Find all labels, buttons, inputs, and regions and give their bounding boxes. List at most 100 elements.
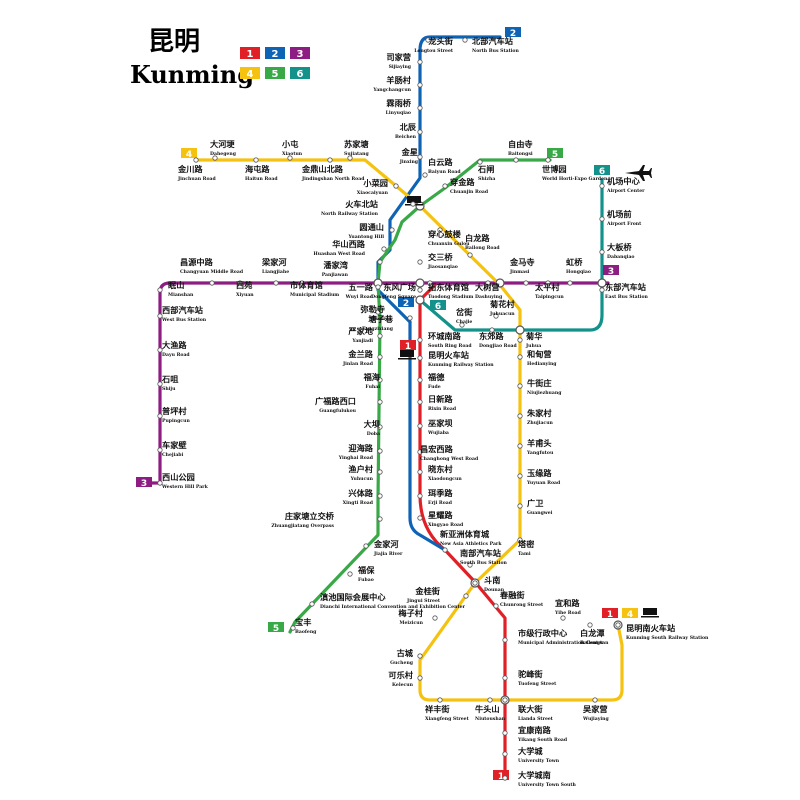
station-name-zh: 严家地 xyxy=(347,326,373,336)
line-tag-label: 1 xyxy=(607,610,613,620)
station-name-en: Baitongsi xyxy=(508,151,533,157)
station-name-en: Jinlan Road xyxy=(342,361,374,367)
station-name-en: Hedianying xyxy=(527,361,557,367)
station-name-zh: 苏家塘 xyxy=(344,139,369,149)
station-name-zh: 圆通山 xyxy=(359,222,384,232)
station-name-en: Jiajia River xyxy=(373,551,403,557)
station-name-en: Milesi xyxy=(369,316,385,322)
station-name-en: Panjiawan xyxy=(322,272,349,278)
station-name-zh: 玉缘路 xyxy=(527,468,552,478)
station-name-zh: 塔密 xyxy=(518,539,535,549)
station-name-zh: 五一路 xyxy=(348,282,373,292)
station-marker xyxy=(193,157,199,163)
station-marker xyxy=(517,383,523,389)
station-marker xyxy=(599,287,605,293)
station-name-en: Zhujiacun xyxy=(527,420,554,426)
station-name-en: Mianshan xyxy=(168,292,194,298)
station-name-en: Beichen xyxy=(395,134,417,140)
station-name-zh: 机场中心 xyxy=(607,176,641,186)
station-name-en: Jingui Street xyxy=(406,598,441,604)
station-marker xyxy=(487,697,493,703)
station-name-zh: 联大街 xyxy=(518,704,543,714)
station-marker xyxy=(375,284,381,290)
station-name-en: Yuhucun xyxy=(350,476,374,482)
station-name-zh: 拓东体育馆 xyxy=(428,282,469,292)
station-name-zh: 珥季路 xyxy=(428,488,453,498)
station-marker xyxy=(467,562,473,568)
station-marker xyxy=(347,155,353,161)
station-marker xyxy=(287,155,293,161)
station-name-en: Changhong West Road xyxy=(420,456,479,462)
station-name-zh: 北部汽车站 xyxy=(472,36,514,46)
station-marker xyxy=(417,287,423,293)
station-name-en: South Ring Road xyxy=(428,343,472,349)
station-marker xyxy=(442,183,448,189)
station-marker xyxy=(545,157,551,163)
station-name-en: Western Hill Park xyxy=(161,484,209,490)
station-marker xyxy=(523,280,529,286)
station-marker xyxy=(417,653,423,659)
station-marker xyxy=(309,601,315,607)
station-name-en: Haitun Road xyxy=(245,176,278,182)
station-name-en: Wuyi Road xyxy=(345,294,374,300)
station-name-zh: 大树营 xyxy=(475,282,500,292)
station-name-en: Niujiezhuang xyxy=(527,390,562,396)
station-marker xyxy=(517,503,523,509)
station-name-zh: 穿心鼓楼 xyxy=(428,229,462,239)
station-name-zh: 可乐村 xyxy=(388,670,413,680)
station-name-en: Municipal Stadium xyxy=(290,292,339,298)
station-name-en: Linyuqiao xyxy=(386,110,411,116)
line-tag-label: 5 xyxy=(273,624,279,634)
station-name-en: East Bus Station xyxy=(605,294,649,300)
station-name-en: Chunrong Street xyxy=(500,602,544,608)
station-name-zh: 普坪村 xyxy=(162,406,187,416)
station-name-zh: 昌源中路 xyxy=(180,257,214,267)
station-name-zh: 自由寺 xyxy=(508,139,533,149)
legend-badge-line-2 xyxy=(265,47,285,59)
line-tag-label: 2 xyxy=(403,299,409,309)
station-name-en: Guangwei xyxy=(527,510,553,516)
station-name-en: Dongjiao Road xyxy=(479,343,518,349)
station-name-en: Xingyao Road xyxy=(428,522,464,528)
station-name-en: University Town xyxy=(518,758,560,764)
station-marker xyxy=(432,615,438,621)
station-name-zh: 西部汽车站 xyxy=(162,305,204,315)
station-marker xyxy=(417,515,423,521)
station-marker xyxy=(157,447,163,453)
line-tags: 2 4 5 6 3 3 2 6 1 5 1 4 1 xyxy=(136,27,638,782)
station-name-zh: 穿金路 xyxy=(450,177,475,187)
station-name-zh: 梅子村 xyxy=(398,608,423,618)
station-name-zh: 广卫 xyxy=(527,498,543,508)
station-marker xyxy=(299,280,305,286)
station-marker xyxy=(517,537,523,543)
station-marker xyxy=(157,347,163,353)
station-name-en: Municipal Administration Center xyxy=(518,640,604,646)
station-name-zh: 日新路 xyxy=(428,394,453,404)
station-name-zh: 大学城南 xyxy=(518,770,551,780)
station-marker xyxy=(502,775,508,781)
legend-badge-line-4 xyxy=(240,67,260,79)
station-marker xyxy=(599,183,605,189)
